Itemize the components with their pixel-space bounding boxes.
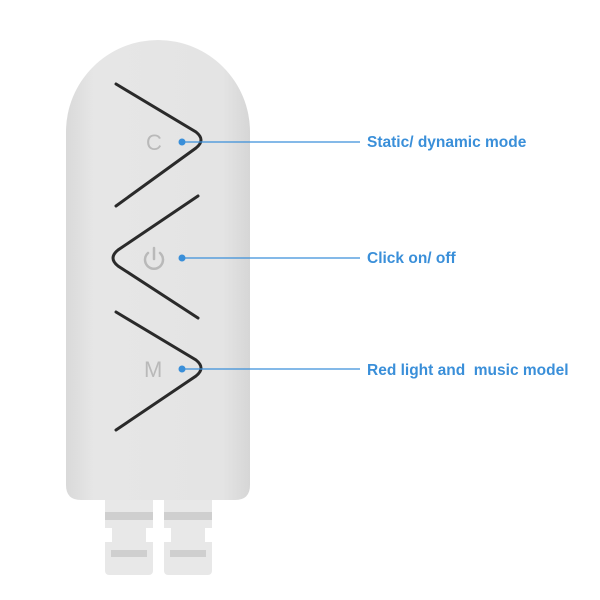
- button-outline-mode[interactable]: [114, 82, 203, 208]
- music-button-glyph: M: [144, 357, 162, 382]
- callout-power: Click on/ off: [178, 250, 457, 267]
- label-red-light-music-model: Red light and music model: [367, 362, 569, 379]
- power-icon: [143, 246, 165, 270]
- mode-button-glyph: C: [146, 130, 162, 155]
- button-outline-power[interactable]: [111, 194, 200, 320]
- cable-connector-left: [100, 495, 158, 575]
- button-outline-music[interactable]: [114, 310, 203, 432]
- callout-music: Red light and music model: [178, 362, 569, 379]
- label-static-dynamic-mode: Static/ dynamic mode: [367, 134, 527, 151]
- cable-connector-right: [159, 495, 217, 575]
- label-click-on-off: Click on/ off: [367, 250, 457, 267]
- callout-mode: Static/ dynamic mode: [178, 134, 527, 151]
- controller-body: [66, 40, 250, 500]
